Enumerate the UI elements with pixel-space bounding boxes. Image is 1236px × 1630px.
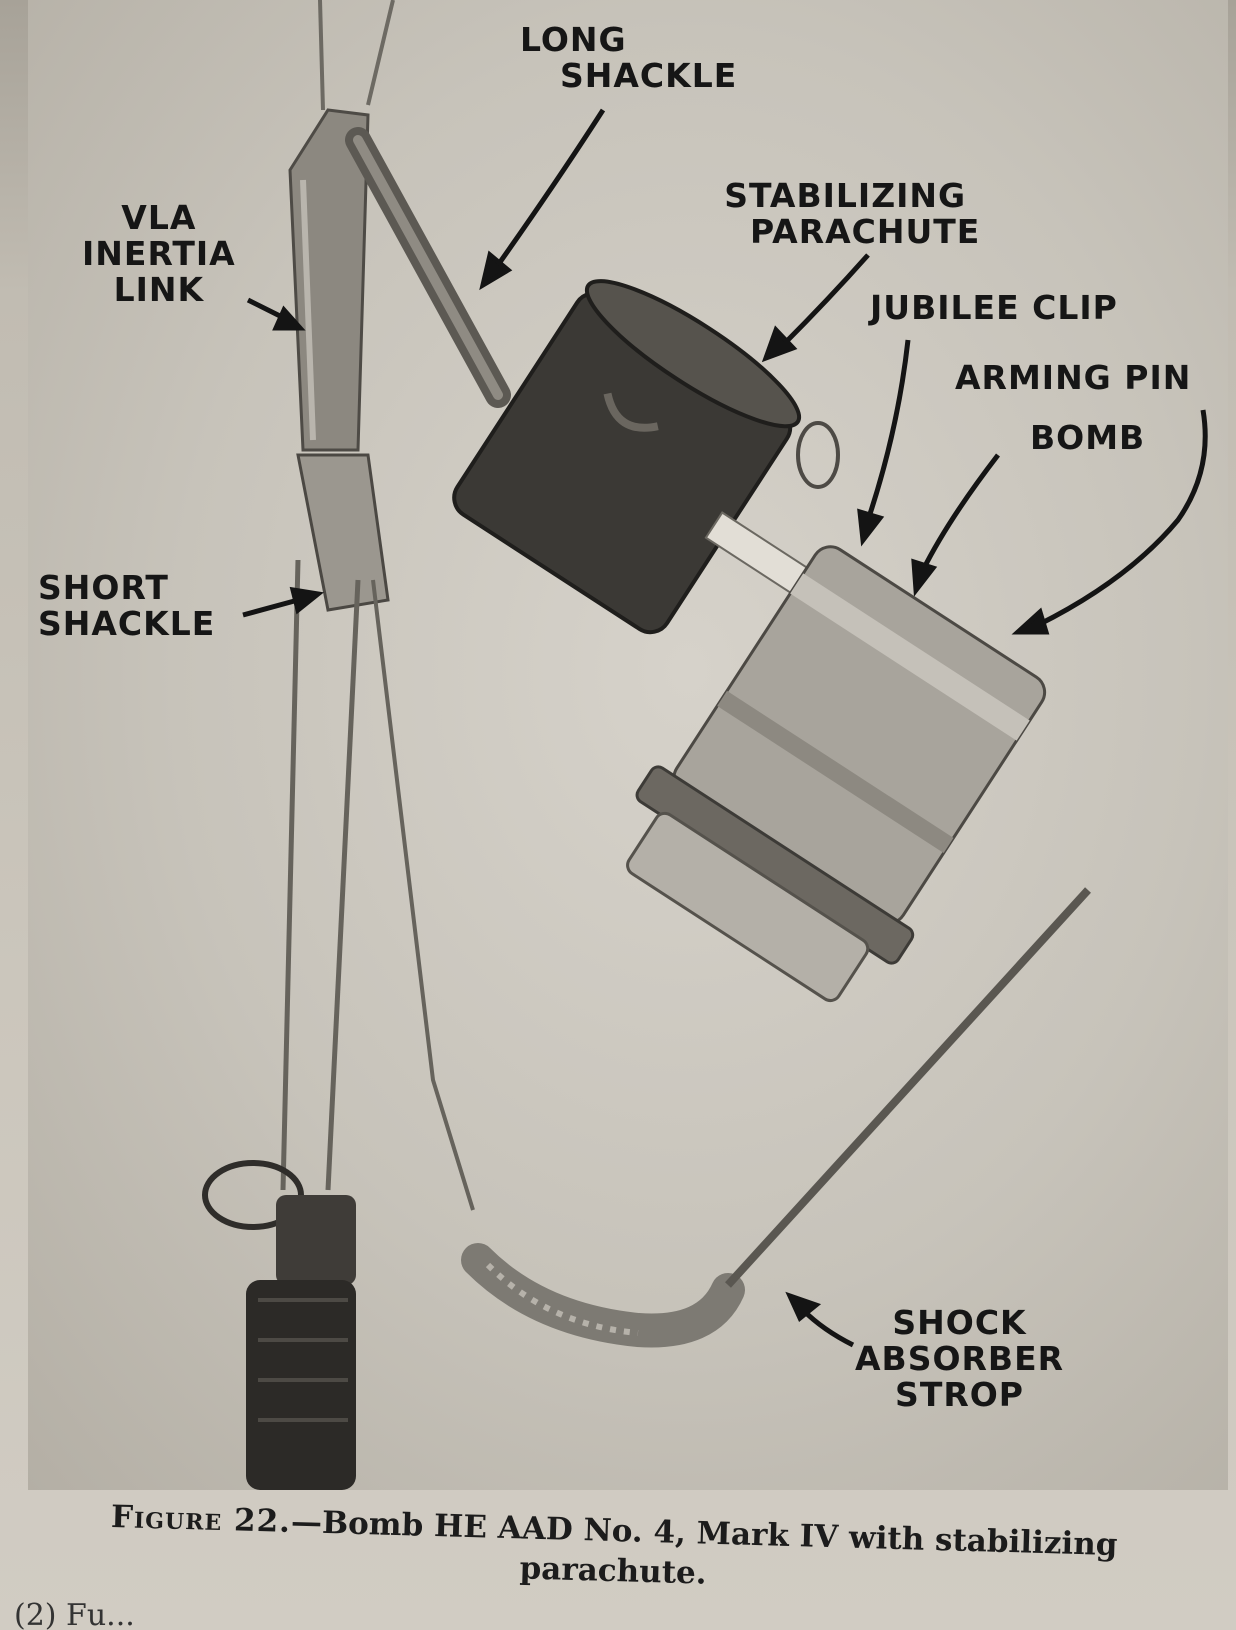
label-arming-pin: ARMING PIN	[955, 358, 1192, 397]
label-stabilizing-parachute: STABILIZING PARACHUTE	[724, 176, 981, 251]
partial-body-text: (2) Fu...	[14, 1598, 135, 1630]
figure-number: Figure 22.	[110, 1498, 292, 1541]
figure-caption: Figure 22.—Bomb HE AAD No. 4, Mark IV wi…	[38, 1495, 1190, 1607]
bomb-photograph	[28, 0, 1228, 1490]
label-jubilee-clip: JUBILEE CLIP	[870, 288, 1118, 327]
label-long-shackle: LONG SHACKLE	[520, 20, 738, 95]
label-shock-absorber-strop: SHOCK ABSORBER STROP	[855, 1303, 1065, 1414]
label-bomb: BOMB	[1030, 418, 1146, 457]
label-short-shackle: SHORT SHACKLE	[38, 568, 216, 643]
label-vla-inertia-link: VLA INERTIA LINK	[82, 198, 236, 309]
bomb-illustration	[202, 0, 1208, 1490]
